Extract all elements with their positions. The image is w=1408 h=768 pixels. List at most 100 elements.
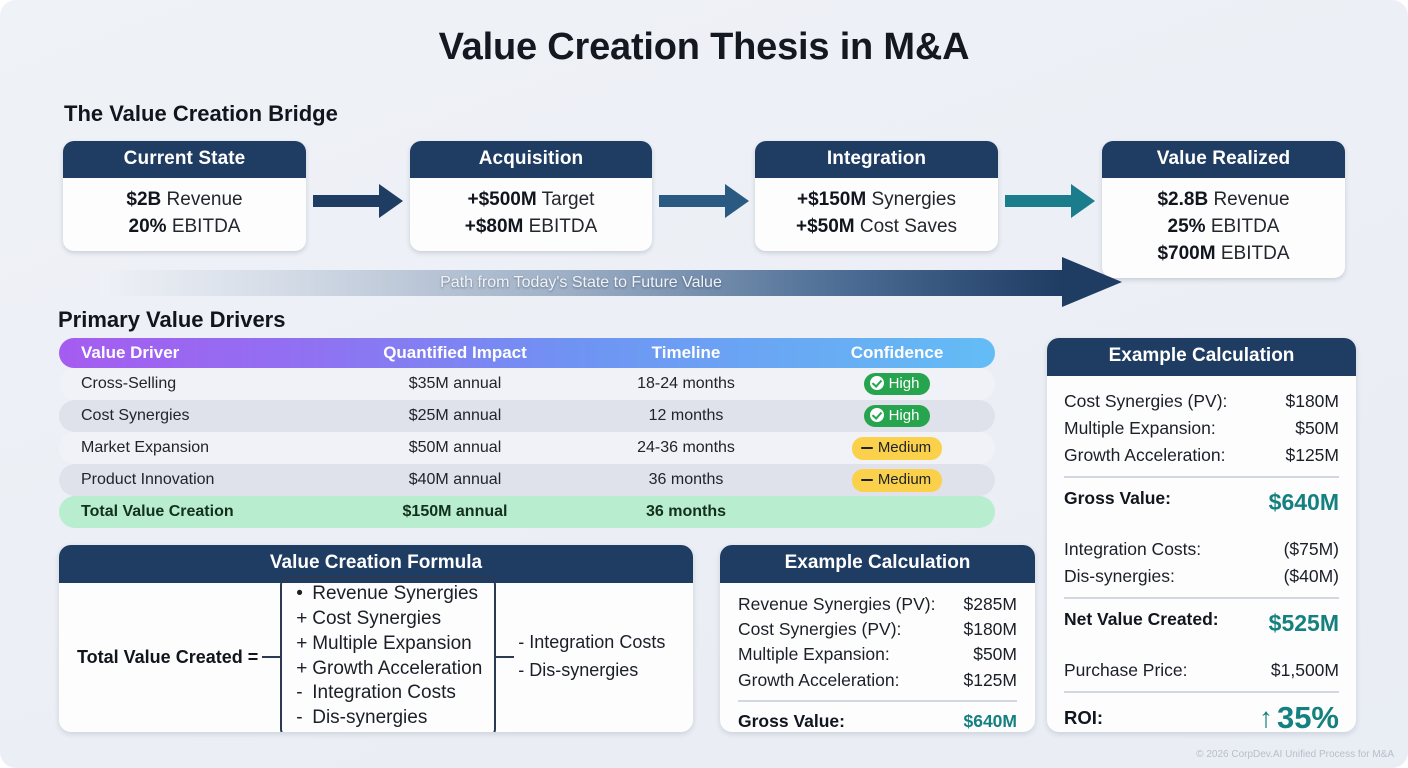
formula-left-label: Total Value Created = [77,646,259,667]
formula-line: +Growth Acceleration [296,657,482,682]
calc-row-net: Net Value Created:$525M [1064,606,1339,642]
path-arrow-head [1062,257,1122,307]
calc-row: Dis-synergies:($40M) [1064,563,1339,590]
arrow-head [725,184,749,218]
calc-row: Integration Costs:($75M) [1064,536,1339,563]
bracket-stem-right [496,656,515,658]
stage-line-1: $2B Revenue [126,189,243,210]
bridge-stage-value-realized: Value Realized $2.8B Revenue 25% EBITDA … [1102,141,1345,278]
divider [1064,691,1339,694]
calc-row: Cost Synergies (PV):$180M [738,617,1017,642]
column-header-value-driver: Value Driver [81,343,180,362]
page-title: Value Creation Thesis in M&A [438,26,970,68]
cell-driver: Product Innovation [81,471,215,488]
formula-line: -Dis-synergies [296,706,482,731]
cell-timeline: 12 months [648,407,724,424]
divider [1064,597,1339,600]
formula-term: Integration Costs [312,682,456,704]
badge-label: Medium [877,471,932,489]
table-row[interactable]: Cost Synergies $25M annual 12 months Hig… [59,400,995,432]
bridge-stage-current-state: Current State $2B Revenue 20% EBITDA [63,141,306,251]
arrow-shaft [313,195,381,207]
formula-operator: - [296,682,303,704]
calc-value: $125M [1285,445,1339,466]
calc-row: Revenue Synergies (PV):$285M [738,592,1017,617]
formula-line: +Cost Synergies [296,607,482,632]
status-badge-high: High [863,372,931,395]
cell-timeline: 36 months [645,503,726,520]
table-row-total: Total Value Creation $150M annual 36 mon… [59,496,995,528]
stage-line-2: 25% EBITDA [1167,215,1280,237]
calc-value: $125M [963,669,1017,690]
status-badge-high: High [863,404,931,427]
stage-body: $2B Revenue 20% EBITDA [63,178,306,251]
calc-value: $180M [963,619,1017,640]
calc-row: Multiple Expansion:$50M [738,642,1017,667]
table-row[interactable]: Product Innovation $40M annual 36 months… [59,464,995,496]
table-row[interactable]: Market Expansion $50M annual 24-36 month… [59,432,995,464]
roi-panel-title: Example Calculation [1047,338,1356,376]
formula-right-line-1: - Integration Costs [518,632,666,653]
formula-operator: + [296,608,308,630]
stage-title: Value Realized [1102,141,1345,178]
formula-card-body: Total Value Created = •Revenue Synergies… [59,576,693,732]
formula-term: Dis-synergies [312,706,428,728]
calc-value: ($40M) [1283,566,1339,587]
calc-row: Growth Acceleration:$125M [1064,442,1339,469]
example-calculation-card-right: Example Calculation Cost Synergies (PV):… [1047,338,1356,732]
cell-impact: $40M annual [408,471,502,488]
cell-confidence: High [799,372,995,396]
value-drivers-table: Value Driver Quantified Impact Timeline … [59,338,995,528]
formula-right-line-2: - Dis-synergies [518,660,639,680]
calc-row-roi: ROI: ↑ 35% [1064,700,1339,732]
stage-line-2: +$50M Cost Saves [795,215,958,237]
stage-line-1: +$500M Target [467,189,595,210]
calc-label: Cost Synergies (PV): [1064,391,1228,411]
bridge-stage-acquisition: Acquisition +$500M Target +$80M EBITDA [410,141,652,251]
column-header-timeline: Timeline [651,343,721,362]
cell-impact: $35M annual [408,375,502,392]
stage-title: Current State [63,141,306,178]
cell-impact: $25M annual [408,407,502,424]
cell-impact: $50M annual [408,439,502,456]
formula-term: Growth Acceleration [312,657,483,679]
calc-value: $50M [1295,418,1339,439]
bridge-stage-integration: Integration +$150M Synergies +$50M Cost … [755,141,998,251]
net-value-amount: $525M [1268,610,1339,637]
cell-timeline: 36 months [648,471,724,488]
example-mid-title: Example Calculation [720,545,1035,583]
column-header-confidence: Confidence [850,343,944,362]
stage-line-2: 20% EBITDA [128,215,241,237]
gross-value-label: Gross Value: [738,710,845,731]
calc-label: Multiple Expansion: [1064,418,1216,439]
value-creation-formula-card: Value Creation Formula Total Value Creat… [59,545,693,732]
calc-value: $180M [1285,391,1339,411]
status-badge-medium: Medium [851,437,943,460]
formula-line: -Integration Costs [296,681,482,706]
stage-line-1: $2.8B Revenue [1157,189,1290,210]
calc-row-gross: Gross Value: $640M [738,709,1017,732]
table-row[interactable]: Cross-Selling $35M annual 18-24 months H… [59,368,995,400]
gross-value-amount: $640M [963,710,1017,731]
formula-bracket: •Revenue Synergies +Cost Synergies +Mult… [280,576,497,732]
purchase-price-value: $1,500M [1270,659,1339,680]
stage-line-3: $700M EBITDA [1157,242,1290,264]
calc-value: $285M [963,594,1017,614]
arrow-head [1071,184,1095,218]
stage-title: Integration [755,141,998,178]
formula-right-terms: - Integration Costs - Dis-synergies [518,629,665,685]
badge-label: High [888,374,920,392]
formula-operator: + [296,657,308,679]
cell-driver: Market Expansion [81,439,210,456]
calc-value: $50M [973,644,1017,665]
dash-icon [860,446,873,450]
stage-line-2: +$80M EBITDA [464,215,598,237]
path-arrow-shaft [100,270,1062,296]
formula-line: •Revenue Synergies [296,582,482,607]
formula-term: Multiple Expansion [312,632,472,654]
badge-label: High [888,406,920,424]
stage-line-1: +$150M Synergies [797,189,956,210]
dash-icon [860,478,873,482]
cell-confidence: High [799,404,995,428]
